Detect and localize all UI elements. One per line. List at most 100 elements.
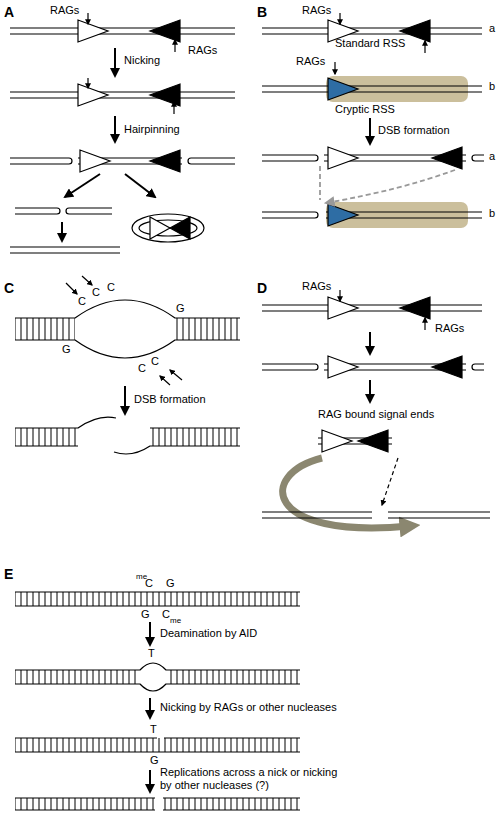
dna-duplex <box>262 28 482 34</box>
rss-triangle-filled <box>400 297 430 319</box>
base-letter: C <box>107 281 115 294</box>
step-arrow <box>149 698 151 718</box>
joining-line <box>319 166 321 200</box>
dna-ladder <box>163 798 300 810</box>
step-label: DSB formation <box>378 124 450 137</box>
dna-ladder <box>166 670 300 684</box>
mismatch-bubble <box>15 663 300 691</box>
step-arrow <box>149 770 151 792</box>
broken-dna <box>262 512 490 518</box>
dna-duplex <box>262 86 482 92</box>
rss-triangle-filled <box>432 356 462 378</box>
dna-ladder <box>15 592 300 606</box>
cut-arrow <box>334 62 335 74</box>
rss-triangle-filled <box>170 217 190 239</box>
rss-triangle-open <box>150 217 170 239</box>
step-arrow <box>65 174 100 197</box>
dna-ladder <box>150 428 240 446</box>
rss-triangle-open <box>78 20 108 42</box>
enzyme-label: RAGs <box>302 280 331 293</box>
cut-arrow <box>424 318 425 330</box>
joining-arrow <box>326 170 455 203</box>
broken-dna <box>15 798 300 810</box>
enzyme-label: RAGs <box>302 4 331 17</box>
step-label: Nicking by RAGs or other nucleases <box>160 701 337 714</box>
signal-joint-circle <box>132 214 204 242</box>
rss-triangle-filled <box>432 147 462 169</box>
cut-arrow <box>87 13 88 24</box>
hairpin-end <box>15 208 60 214</box>
step-arrow <box>125 174 155 197</box>
cut-arrow <box>424 41 425 53</box>
allele-letter: a <box>489 22 495 35</box>
hairpin-end <box>262 212 318 218</box>
base-letter: C <box>151 355 159 368</box>
hairpin-end <box>472 155 484 161</box>
hairpin-end <box>472 364 484 370</box>
rss-triangle-open <box>322 430 352 452</box>
panel-letter: E <box>4 566 13 582</box>
base-letter: G <box>141 608 150 621</box>
dna-ladder <box>15 318 75 340</box>
rss-triangle-open <box>80 150 110 172</box>
base-letter: C <box>162 608 170 621</box>
rss-triangle-open <box>78 84 108 106</box>
enzyme-label: RAGs <box>435 322 464 335</box>
hairpin-end <box>66 208 112 214</box>
panel-letter: D <box>257 280 267 296</box>
cut-arrow <box>174 40 175 52</box>
cryptic-rss-band <box>326 76 468 102</box>
base-letter: G <box>150 754 159 767</box>
step-arrow <box>369 118 371 144</box>
rss-triangle-filled <box>150 20 180 42</box>
dna-strand <box>15 592 300 606</box>
allele-letter: a <box>489 150 495 163</box>
enzyme-label: RAGs <box>50 4 79 17</box>
hairpin-end <box>10 158 72 164</box>
cut-arrow <box>339 13 340 24</box>
rss-triangle-filled <box>150 84 180 106</box>
base-letter: G <box>166 577 175 590</box>
base-letter: T <box>148 647 155 660</box>
deamination-arrow <box>160 376 170 385</box>
rss-triangle-filled <box>150 150 180 172</box>
dna-duplex <box>10 28 235 34</box>
base-letter: C <box>145 577 153 590</box>
deamination-arrow <box>170 370 182 380</box>
insertion-arrow <box>382 458 398 505</box>
dna-ladder <box>175 318 240 340</box>
rss-label: Standard RSS <box>335 37 405 50</box>
base-letter: G <box>176 302 185 315</box>
enzyme-label: RAGs <box>188 44 217 57</box>
step-arrow <box>61 222 63 241</box>
nicked-dna <box>10 92 235 98</box>
base-letter: C <box>138 362 146 375</box>
step-label: Deamination by AID <box>160 627 257 640</box>
coding-joint <box>10 247 120 253</box>
base-letter: G <box>62 343 71 356</box>
panel-letter: C <box>4 280 14 296</box>
step-label: RAG bound signal ends <box>318 408 434 421</box>
cryptic-rss-triangle <box>328 204 358 226</box>
step-arrow <box>369 332 371 354</box>
panel-letter: A <box>4 4 14 20</box>
rss-label: Cryptic RSS <box>335 103 395 116</box>
step-label: DSB formation <box>134 393 206 406</box>
base-letter: T <box>150 723 157 736</box>
nick-arrow <box>87 78 88 88</box>
rss-triangle-filled <box>358 430 388 452</box>
cryptic-rss-band <box>326 202 468 228</box>
step-arrow <box>124 386 126 414</box>
methyl-mark: me <box>170 616 181 625</box>
panel-letter: B <box>257 4 267 20</box>
cryptic-rss-triangle <box>328 78 358 100</box>
base-letter: C <box>92 286 100 299</box>
step-arrow <box>114 48 116 76</box>
deamination-arrow <box>66 283 77 294</box>
allele-letter: b <box>489 207 495 220</box>
rss-triangle-open <box>328 147 358 169</box>
rss-triangle-open <box>328 356 358 378</box>
dna-duplex <box>262 305 482 311</box>
base-letter: C <box>78 295 86 308</box>
